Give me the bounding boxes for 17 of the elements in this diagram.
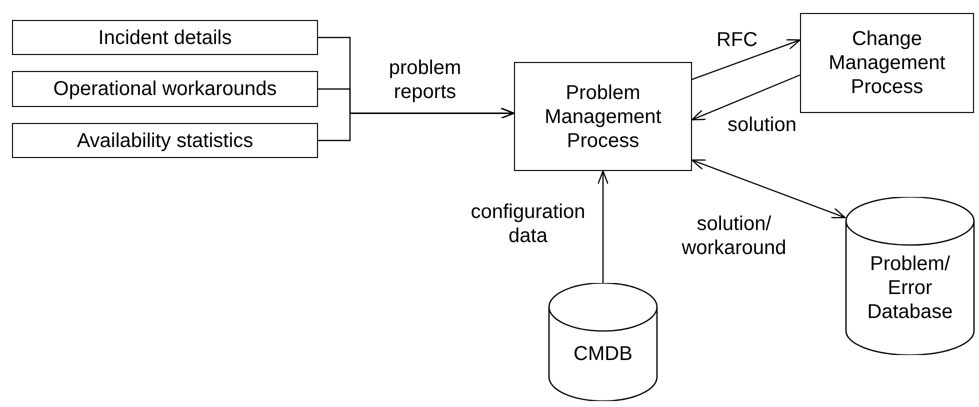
node-label: Change Management Process [828, 27, 946, 99]
node-label: CMDB [574, 342, 632, 366]
node-label: Problem Management Process [544, 80, 662, 152]
arrow [597, 170, 609, 283]
arrow [318, 108, 515, 142]
node-label: Operational workarounds [53, 77, 277, 101]
arrow [692, 39, 801, 80]
process-box [514, 62, 692, 171]
arrow [691, 74, 800, 120]
node-label: Incident details [98, 26, 232, 50]
node-label: Problem/ Error Database [866, 252, 954, 324]
process-box [12, 123, 318, 158]
process-box [800, 13, 974, 113]
node-label: Availability statistics [76, 128, 254, 152]
process-box [12, 20, 318, 55]
arrow [691, 159, 846, 218]
process-box [12, 71, 318, 107]
